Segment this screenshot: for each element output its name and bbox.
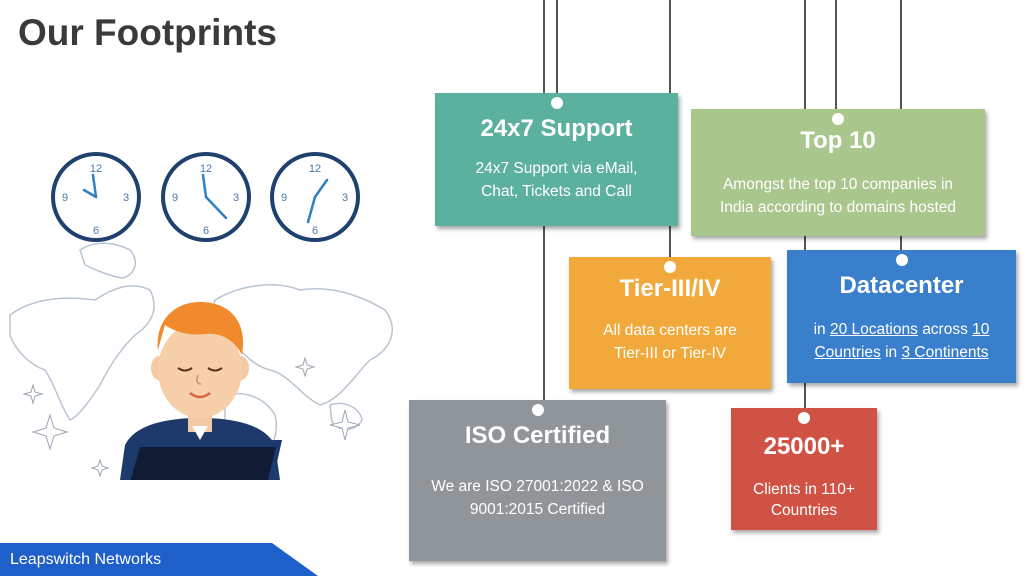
locations-link[interactable]: 20 Locations bbox=[829, 321, 918, 338]
card-title: 24x7 Support bbox=[480, 115, 633, 142]
sparkles bbox=[22, 356, 361, 478]
pin-icon bbox=[798, 412, 810, 424]
clock-numeral: 12 bbox=[200, 163, 212, 175]
wire bbox=[900, 235, 902, 250]
card-body: in 20 Locations across 10 Countries in 3… bbox=[797, 318, 1006, 364]
clock-numeral: 3 bbox=[123, 192, 129, 204]
pin-icon bbox=[531, 404, 544, 416]
countries-link[interactable]: 10 Countries bbox=[814, 321, 990, 361]
clock-numeral: 12 bbox=[90, 163, 102, 175]
clock-numeral: 9 bbox=[172, 192, 178, 204]
body-text: in bbox=[885, 344, 898, 361]
page-title: Our Footprints bbox=[18, 12, 277, 53]
company-name: Leapswitch Networks bbox=[10, 551, 162, 568]
illustration: 12 3 6 9 12 3 6 9 12 3 6 9 bbox=[9, 152, 393, 480]
card-body: Amongst the top 10 companies in India ac… bbox=[719, 176, 957, 216]
wire bbox=[835, 0, 837, 110]
wire bbox=[543, 0, 545, 94]
laptop bbox=[123, 440, 282, 480]
card-datacenter: Datacenter in 20 Locations across 10 Cou… bbox=[787, 250, 1016, 383]
clock-numeral: 6 bbox=[93, 225, 99, 237]
wire bbox=[804, 0, 806, 110]
wire bbox=[804, 235, 806, 250]
pin-icon bbox=[664, 261, 676, 273]
card-body: We are ISO 27001:2022 & ISO 9001:2015 Ce… bbox=[431, 478, 644, 518]
clock-numeral: 12 bbox=[309, 163, 321, 175]
card-title: Top 10 bbox=[800, 127, 876, 154]
clock-numeral: 6 bbox=[312, 225, 318, 237]
card-body: Clients in 110+ Countries bbox=[753, 481, 855, 519]
card-iso-certified: ISO Certified We are ISO 27001:2022 & IS… bbox=[409, 400, 666, 561]
clock-numeral: 6 bbox=[203, 225, 209, 237]
wire bbox=[556, 0, 558, 94]
card-24x7-support: 24x7 Support 24x7 Support via eMail, Cha… bbox=[435, 93, 678, 226]
clock-numeral: 3 bbox=[342, 192, 348, 204]
card-title: 25000+ bbox=[763, 433, 845, 460]
card-top-10: Top 10 Amongst the top 10 companies in I… bbox=[691, 109, 985, 236]
wire bbox=[543, 225, 545, 401]
card-title: ISO Certified bbox=[464, 422, 611, 449]
pin-icon bbox=[895, 254, 908, 266]
wire bbox=[900, 0, 902, 110]
card-25000-clients: 25000+ Clients in 110+ Countries bbox=[731, 408, 877, 530]
clock-1: 12 3 6 9 bbox=[51, 152, 141, 242]
card-title: Tier-III/IV bbox=[619, 275, 721, 302]
body-text: in bbox=[813, 321, 826, 338]
card-tier-iii-iv: Tier-III/IV All data centers are Tier-II… bbox=[569, 257, 771, 389]
footer-banner: Leapswitch Networks bbox=[0, 543, 318, 576]
clock-2: 12 3 6 9 bbox=[161, 152, 251, 242]
wire bbox=[804, 382, 806, 410]
card-body: All data centers are Tier-III or Tier-IV bbox=[603, 322, 737, 362]
continents-link[interactable]: 3 Continents bbox=[901, 344, 989, 361]
card-title: Datacenter bbox=[839, 272, 964, 299]
clock-numeral: 9 bbox=[281, 192, 287, 204]
body-text: across bbox=[922, 321, 968, 338]
clock-numeral: 9 bbox=[62, 192, 68, 204]
pin-icon bbox=[832, 113, 844, 125]
card-body: 24x7 Support via eMail, Chat, Tickets an… bbox=[475, 160, 638, 200]
clock-3: 12 3 6 9 bbox=[270, 152, 360, 242]
clock-numeral: 3 bbox=[233, 192, 239, 204]
pin-icon bbox=[550, 97, 563, 109]
